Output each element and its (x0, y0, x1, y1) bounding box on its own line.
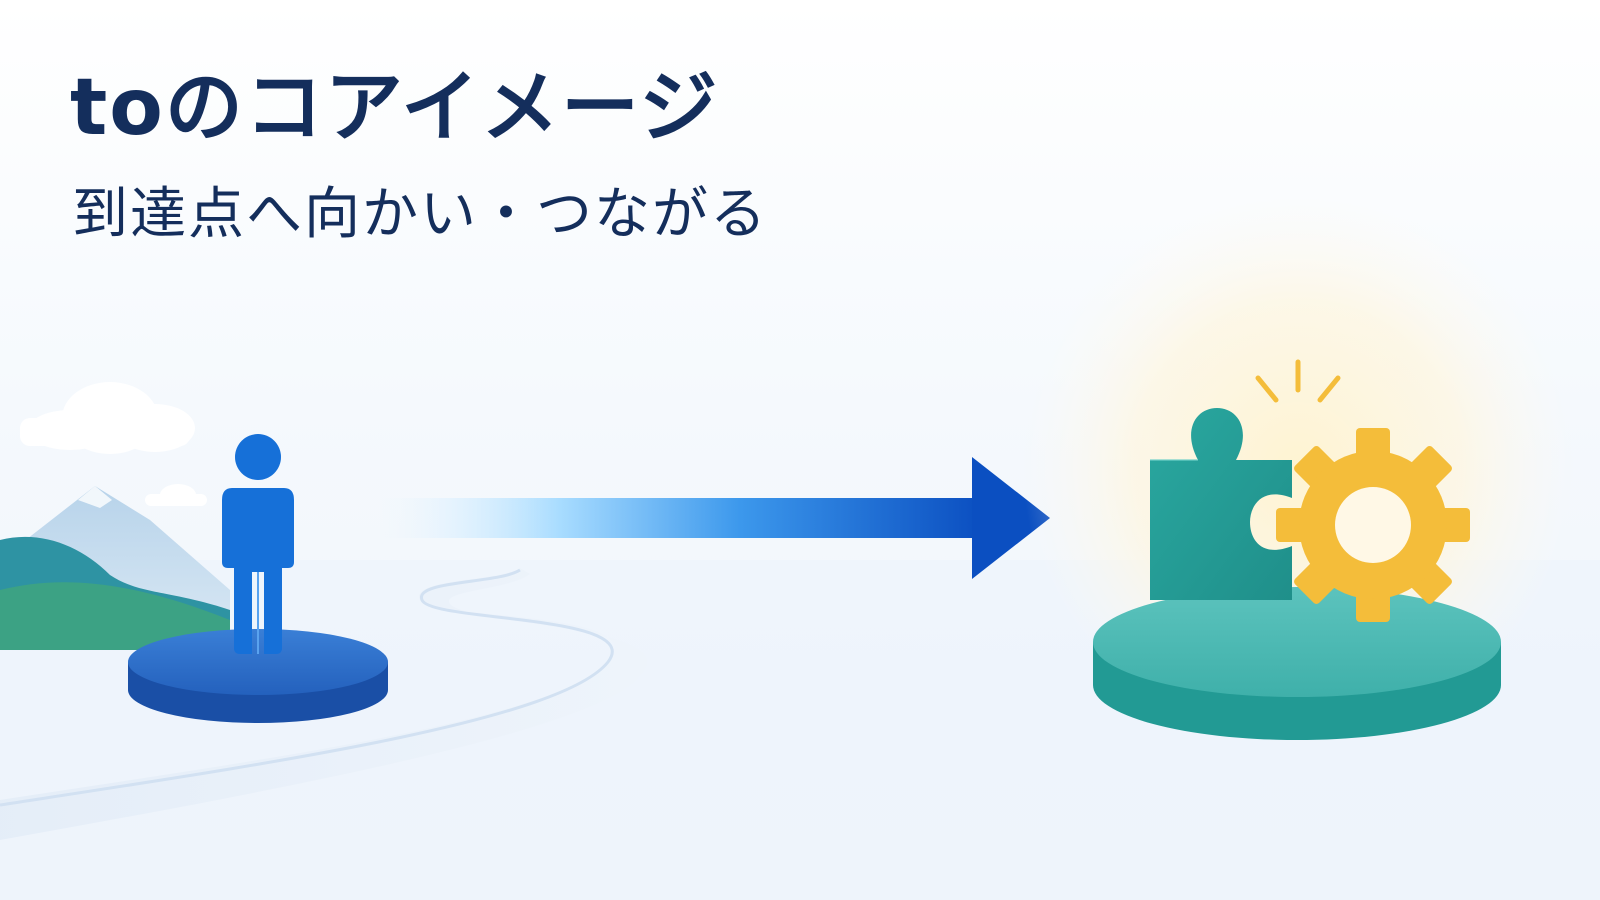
path-edge (0, 568, 614, 807)
goal-platform (1093, 587, 1501, 740)
page-title: toのコアイメージ (70, 63, 720, 153)
mountains (0, 486, 230, 650)
small-cloud-icon (145, 484, 207, 506)
gear-icon (1276, 428, 1470, 622)
person-icon (222, 434, 294, 654)
arrow-right-icon (380, 457, 1050, 579)
winding-path (0, 568, 648, 840)
spark-lines-icon (1255, 359, 1341, 403)
page-subtitle: 到達点へ向かい・つながる (72, 182, 768, 247)
puzzle-piece-icon (1150, 408, 1292, 600)
cloud-icon (20, 382, 195, 454)
start-platform (128, 629, 388, 723)
